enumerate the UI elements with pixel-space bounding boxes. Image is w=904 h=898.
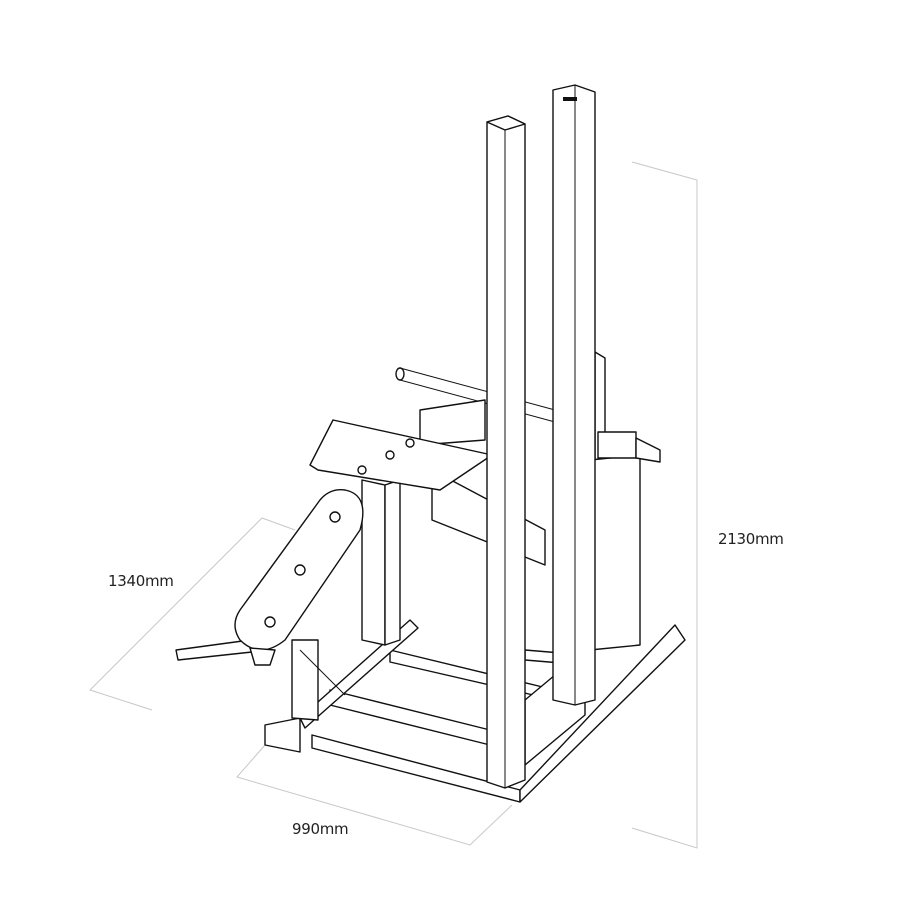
seat-plate — [309, 419, 493, 491]
dimension-lines — [89, 161, 698, 849]
seat-supports — [175, 479, 401, 721]
height-dimension-line — [631, 161, 698, 849]
width-dimension-line — [236, 744, 513, 846]
length-dimension-line — [89, 517, 296, 711]
uprights — [486, 84, 596, 789]
width-dimension-label: 990mm — [292, 820, 349, 838]
rear-frame — [395, 351, 661, 651]
back-pad — [234, 489, 364, 666]
length-dimension-label: 1340mm — [108, 572, 174, 590]
height-dimension-label: 2130mm — [718, 530, 784, 548]
